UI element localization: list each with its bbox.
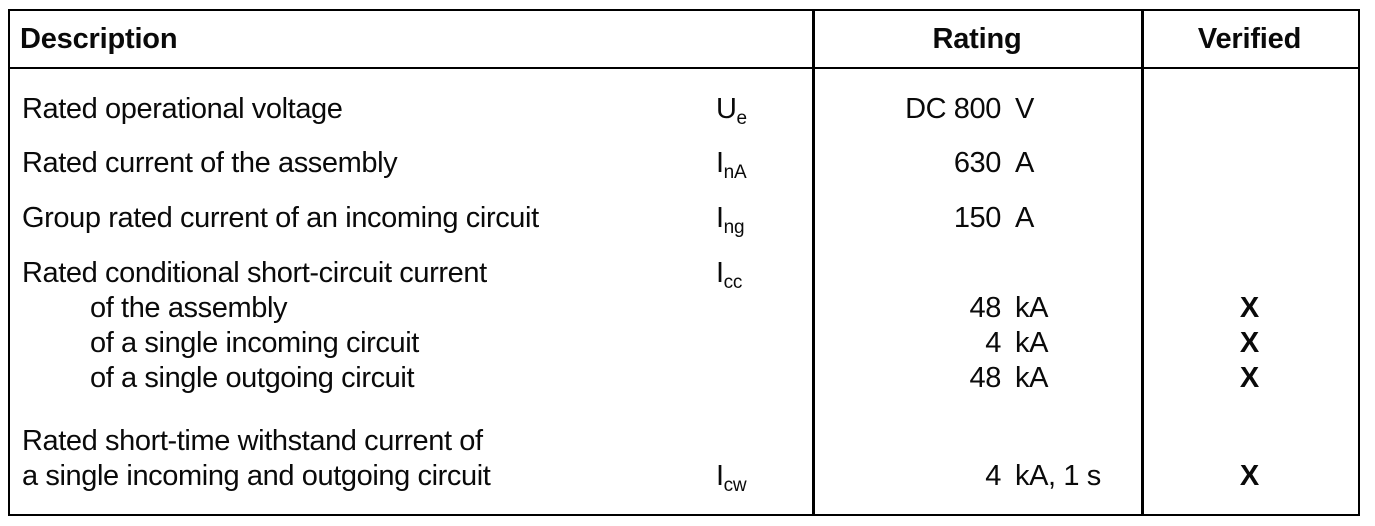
symbol-base: U [716, 93, 737, 125]
table-header-row: Description Rating Verified [10, 11, 1358, 69]
row-group-assembly-current: Rated current of the assembly InA 630 A [10, 146, 1358, 183]
symbol-subscript: ng [723, 217, 745, 238]
verified-cell: X [1141, 291, 1358, 326]
header-cell-rating: Rating [932, 22, 1022, 55]
verified-cell [1141, 146, 1358, 181]
symbol-cell [706, 326, 813, 361]
rating-number [813, 424, 1001, 459]
rating-unit: kA [1015, 292, 1049, 324]
rating-number: 630 [953, 147, 1002, 179]
rating-number: 4 [985, 327, 1001, 359]
table-row: of a single outgoing circuit 48 kA X [10, 361, 1358, 396]
symbol-cell [706, 361, 813, 396]
verified-cell: X [1141, 361, 1358, 396]
description-cell: Rated current of the assembly [10, 146, 706, 181]
rating-unit: kA [1015, 362, 1049, 394]
description-text: Rated short-time withstand current of [22, 425, 483, 457]
description-cell: of the assembly [10, 291, 706, 326]
verified-mark: X [1239, 292, 1260, 324]
verified-cell [1141, 424, 1358, 459]
description-cell: Rated short-time withstand current of [10, 424, 706, 459]
symbol-subscript: cc [723, 272, 743, 293]
row-group-short-time-withstand: Rated short-time withstand current of a … [10, 424, 1358, 496]
rating-unit: A [1015, 147, 1034, 179]
description-text: a single incoming and outgoing circuit [22, 460, 491, 492]
rating-number: 150 [953, 202, 1002, 234]
description-cell: Rated conditional short-circuit current [10, 256, 706, 291]
rating-number [813, 256, 1001, 291]
table-row: Rated operational voltage Ue DC 800 V [10, 92, 1358, 129]
table-row: Rated short-time withstand current of [10, 424, 1358, 459]
rating-cell [813, 256, 1141, 291]
rating-unit [1001, 424, 1141, 459]
description-cell: of a single outgoing circuit [10, 361, 706, 396]
header-cell-verified: Verified [1197, 22, 1302, 55]
symbol-base: I [716, 147, 724, 179]
table-row: Rated current of the assembly InA 630 A [10, 146, 1358, 183]
verified-cell: X [1141, 326, 1358, 361]
description-cell: Group rated current of an incoming circu… [10, 201, 706, 236]
symbol-cell: Ue [706, 92, 813, 129]
symbol-base: I [716, 460, 724, 492]
row-group-incoming-group-current: Group rated current of an incoming circu… [10, 201, 1358, 238]
description-text: Rated current of the assembly [22, 147, 398, 179]
rating-cell: 630 A [813, 146, 1141, 181]
rating-cell: DC 800 V [813, 92, 1141, 127]
symbol-subscript: nA [723, 162, 747, 183]
description-text: Group rated current of an incoming circu… [22, 202, 539, 234]
rating-cell: 4 kA [813, 326, 1141, 361]
rating-cell: 4 kA, 1 s [813, 459, 1141, 494]
table-row: Rated conditional short-circuit current … [10, 256, 1358, 293]
rating-number: 48 [969, 362, 1002, 394]
verified-mark: X [1239, 362, 1260, 394]
column-divider-verified [1141, 11, 1144, 514]
symbol-cell: Ing [706, 201, 813, 238]
description-cell: of a single incoming circuit [10, 326, 706, 361]
description-text: of a single incoming circuit [90, 327, 419, 359]
rating-number: 4 [985, 460, 1001, 492]
verified-cell: X [1141, 459, 1358, 494]
description-cell: Rated operational voltage [10, 92, 706, 127]
description-text: Rated operational voltage [22, 93, 343, 125]
table-row: a single incoming and outgoing circuit I… [10, 459, 1358, 496]
rating-number: DC 800 [905, 93, 1001, 125]
verified-mark: X [1239, 460, 1260, 492]
symbol-cell [706, 424, 813, 459]
column-divider-rating [812, 11, 815, 514]
symbol-cell: Icc [706, 256, 813, 293]
description-text: of a single outgoing circuit [90, 362, 415, 394]
rating-unit: V [1015, 93, 1034, 125]
rating-unit: kA [1015, 327, 1049, 359]
table-row: of a single incoming circuit 4 kA X [10, 326, 1358, 361]
symbol-cell: InA [706, 146, 813, 183]
rating-cell: 48 kA [813, 361, 1141, 396]
verified-cell [1141, 201, 1358, 236]
symbol-base: I [716, 202, 724, 234]
rating-cell: 150 A [813, 201, 1141, 236]
rating-number: 48 [969, 292, 1002, 324]
rating-cell [813, 424, 1141, 459]
verified-cell [1141, 256, 1358, 291]
rating-unit [1001, 256, 1141, 291]
verified-cell [1141, 92, 1358, 127]
rating-unit: A [1015, 202, 1034, 234]
symbol-base: I [716, 257, 724, 289]
symbol-cell: Icw [706, 459, 813, 496]
symbol-subscript: cw [723, 475, 747, 496]
rating-cell: 48 kA [813, 291, 1141, 326]
table-row: Group rated current of an incoming circu… [10, 201, 1358, 238]
description-text: Rated conditional short-circuit current [22, 257, 487, 289]
description-cell: a single incoming and outgoing circuit [10, 459, 706, 494]
ratings-table: Description Rating Verified Rated operat… [8, 9, 1360, 516]
table-body: Rated operational voltage Ue DC 800 V Rat… [10, 69, 1358, 496]
verified-mark: X [1239, 327, 1260, 359]
table-row: of the assembly 48 kA X [10, 291, 1358, 326]
description-text: of the assembly [90, 292, 288, 324]
row-group-operational-voltage: Rated operational voltage Ue DC 800 V [10, 92, 1358, 129]
row-group-conditional-short-circuit: Rated conditional short-circuit current … [10, 256, 1358, 396]
symbol-subscript: e [736, 108, 748, 129]
rating-unit: kA, 1 s [1015, 460, 1101, 492]
symbol-cell [706, 291, 813, 326]
header-cell-description: Description [20, 22, 178, 55]
